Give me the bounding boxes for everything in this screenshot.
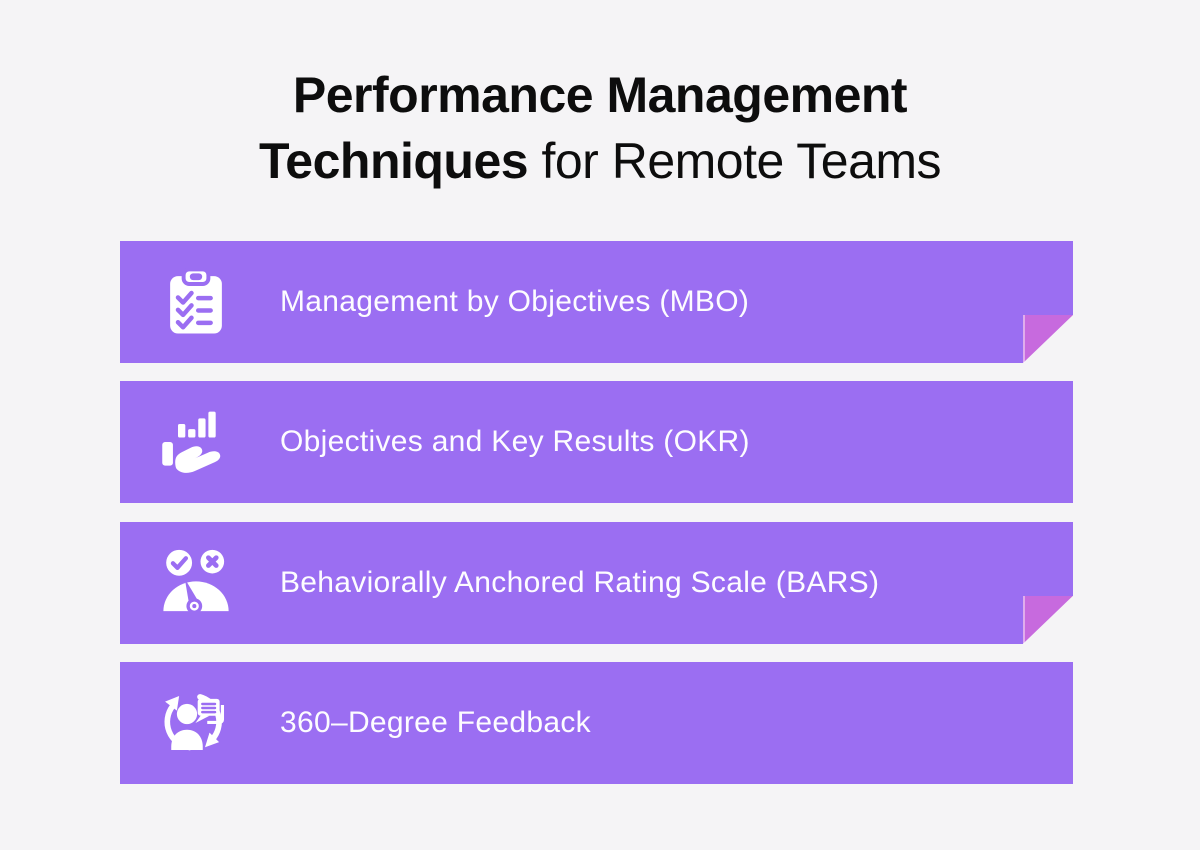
- hand-bar-chart-icon: [158, 404, 234, 480]
- folded-corner: [1023, 595, 1073, 644]
- folded-corner: [1023, 315, 1073, 363]
- gauge-check-x-icon: [158, 545, 234, 621]
- title-line1: Performance Management: [292, 67, 908, 123]
- technique-list: Management by Objectives (MBO) Objective…: [120, 241, 1073, 785]
- title-line2-bold: Techniques: [258, 133, 529, 189]
- technique-label: Objectives and Key Results (OKR): [280, 425, 750, 459]
- page-title: Performance Management Techniques for Re…: [0, 62, 1200, 194]
- title-line2-regular: for Remote Teams: [528, 133, 942, 189]
- clipboard-checklist-icon: [158, 264, 234, 340]
- technique-label: 360–Degree Feedback: [280, 706, 591, 740]
- technique-bar-okr: Objectives and Key Results (OKR): [120, 381, 1073, 504]
- technique-label: Behaviorally Anchored Rating Scale (BARS…: [280, 565, 880, 599]
- technique-label: Management by Objectives (MBO): [280, 285, 750, 318]
- technique-bar-bars: Behaviorally Anchored Rating Scale (BARS…: [120, 521, 1073, 644]
- technique-bar-360-feedback: 360–Degree Feedback: [120, 662, 1073, 785]
- feedback-cycle-icon: [158, 685, 234, 761]
- technique-bar-mbo: Management by Objectives (MBO): [120, 241, 1073, 363]
